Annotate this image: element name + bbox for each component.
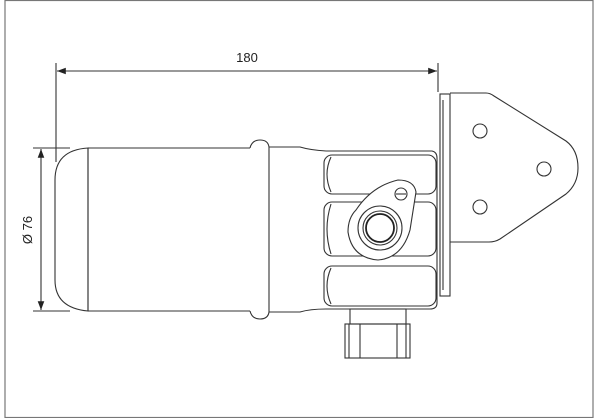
diameter-dimension: Ø 76 [20,147,70,312]
inlet-port [347,179,417,261]
length-dimension-label: 180 [236,50,258,65]
drier-cylinder [54,139,327,320]
length-dimension: 180 [55,50,439,162]
outlet-fitting [344,308,411,359]
frame-border [4,0,594,418]
bracket-hole [472,123,488,139]
mounting-bracket [439,92,579,297]
bracket-hole [472,199,488,215]
bracket-hole [536,161,552,177]
diameter-dimension-label: Ø 76 [20,216,35,244]
